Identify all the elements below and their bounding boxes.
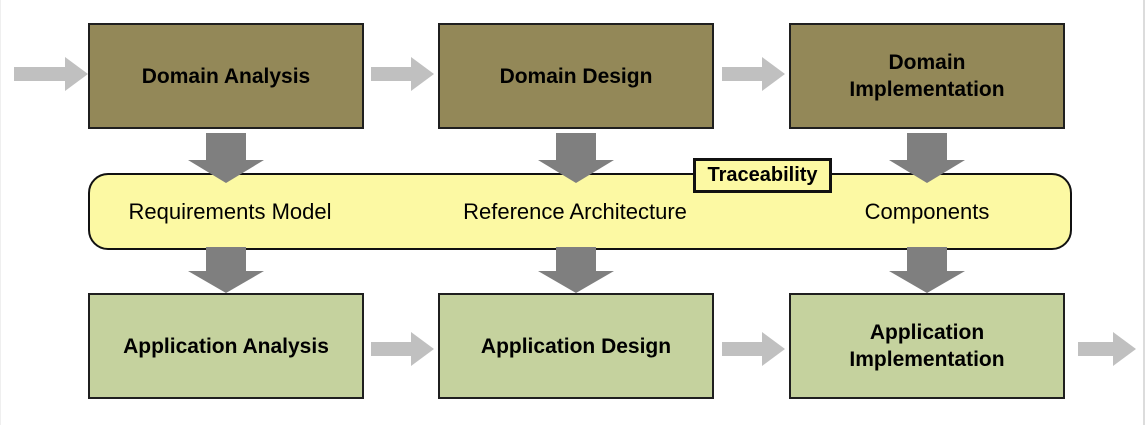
- arrow-down-icon-domain-analysis: [188, 133, 264, 183]
- box-label: Application Design: [480, 334, 672, 358]
- box-label: Domain Analysis: [141, 64, 311, 88]
- box-domain-analysis: Domain Analysis: [88, 23, 364, 129]
- arrow-shaft: [1078, 342, 1113, 356]
- banner-label-reference-architecture: Reference Architecture: [463, 199, 687, 224]
- arrow-shaft: [722, 67, 762, 81]
- arrow-down-icon-components: [889, 247, 965, 293]
- arrow-down-icon-domain-design: [538, 133, 614, 183]
- banner-label-requirements-model: Requirements Model: [128, 199, 332, 224]
- arrow-down-icon-domain-implementation: [889, 133, 965, 183]
- box-label: Domain Implementation: [849, 51, 1005, 101]
- arrow-shaft: [371, 67, 411, 81]
- arrow-right-icon-domain-1-2: [371, 57, 434, 91]
- box-label: Domain Design: [499, 64, 653, 88]
- arrow-right-icon-application-1-2: [371, 332, 434, 366]
- arrow-right-icon-exit: [1078, 332, 1136, 366]
- arrow-head: [1113, 332, 1136, 366]
- box-domain-implementation: Domain Implementation: [789, 23, 1065, 129]
- arrow-head: [762, 57, 785, 91]
- arrow-shaft: [14, 67, 65, 81]
- arrow-right-icon-domain-2-3: [722, 57, 785, 91]
- arrow-head: [538, 271, 614, 293]
- page-edge-right: [1143, 0, 1145, 425]
- arrow-head: [538, 160, 614, 183]
- arrow-right-icon-entry: [14, 57, 88, 91]
- arrow-right-icon-application-2-3: [722, 332, 785, 366]
- page-edge-left: [0, 0, 1, 425]
- arrow-head: [889, 160, 965, 183]
- arrow-head: [188, 160, 264, 183]
- box-label: Application Implementation: [849, 321, 1005, 371]
- box-domain-design: Domain Design: [438, 23, 714, 129]
- arrow-head: [65, 57, 88, 91]
- arrow-shaft: [907, 247, 947, 271]
- arrow-shaft: [206, 133, 246, 160]
- arrow-head: [762, 332, 785, 366]
- arrow-shaft: [722, 342, 762, 356]
- traceability-tag: Traceability: [693, 158, 832, 193]
- arrow-head: [411, 57, 434, 91]
- arrow-down-icon-requirements-model: [188, 247, 264, 293]
- box-application-analysis: Application Analysis: [88, 293, 364, 399]
- arrow-shaft: [206, 247, 246, 271]
- box-application-implementation: Application Implementation: [789, 293, 1065, 399]
- arrow-down-icon-reference-architecture: [538, 247, 614, 293]
- box-application-design: Application Design: [438, 293, 714, 399]
- arrow-head: [411, 332, 434, 366]
- arrow-head: [188, 271, 264, 293]
- box-label: Application Analysis: [123, 334, 329, 358]
- arrow-shaft: [556, 133, 596, 160]
- arrow-shaft: [556, 247, 596, 271]
- banner-label-components: Components: [864, 199, 990, 224]
- arrow-shaft: [907, 133, 947, 160]
- arrow-head: [889, 271, 965, 293]
- arrow-shaft: [371, 342, 411, 356]
